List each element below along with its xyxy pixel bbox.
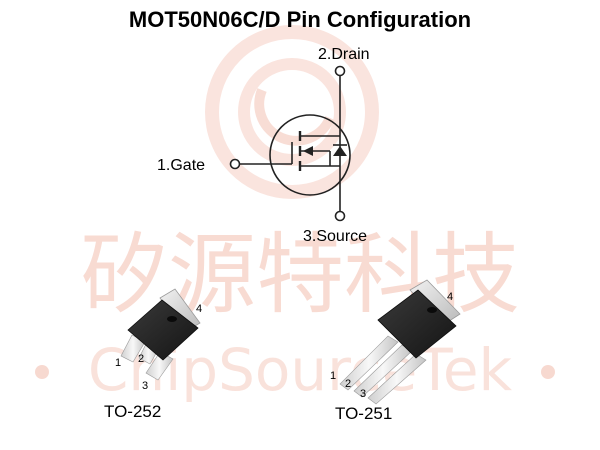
mosfet-outline-circle xyxy=(269,114,351,196)
to252-body xyxy=(127,299,199,361)
to252-pin-number-2: 2 xyxy=(138,353,144,365)
to251-package xyxy=(339,279,461,405)
to251-package-label: TO-251 xyxy=(335,404,392,423)
to251-lead-1 xyxy=(339,335,399,391)
to252-pin-number-4: 4 xyxy=(196,303,202,315)
to251-marking-dot-icon xyxy=(427,307,437,313)
body-diode-icon xyxy=(333,146,347,156)
mosfet-symbol xyxy=(229,65,351,222)
to251-lead-3 xyxy=(367,353,427,405)
to252-marking-dot-icon xyxy=(167,316,177,322)
to252-pin-number-1: 1 xyxy=(115,357,121,369)
drain-pin-label: 2.Drain xyxy=(318,46,370,63)
to252-package-label: TO-252 xyxy=(104,402,161,421)
watermark-dot-left-icon xyxy=(35,365,49,379)
source-pin-label: 3.Source xyxy=(303,228,367,245)
to251-pin-number-1: 1 xyxy=(330,370,336,382)
watermark-dot-right-icon xyxy=(541,365,555,379)
gate-pin-label: 1.Gate xyxy=(157,157,205,174)
to252-package xyxy=(120,288,201,381)
source-terminal-icon xyxy=(334,210,346,222)
drain-terminal-icon xyxy=(334,65,346,77)
to252-lead-3 xyxy=(145,351,174,381)
to251-pin-number-2: 2 xyxy=(345,378,351,390)
to252-pin-number-3: 3 xyxy=(142,380,148,392)
page-title: MOT50N06C/D Pin Configuration xyxy=(129,7,471,32)
body-arrow-icon xyxy=(303,146,313,156)
to251-pin-number-3: 3 xyxy=(360,388,366,400)
to251-body xyxy=(377,289,457,359)
to251-pin-number-4: 4 xyxy=(447,291,453,303)
gate-terminal-icon xyxy=(229,158,241,170)
watermark-english-row: ChipSourceTek xyxy=(35,336,555,404)
